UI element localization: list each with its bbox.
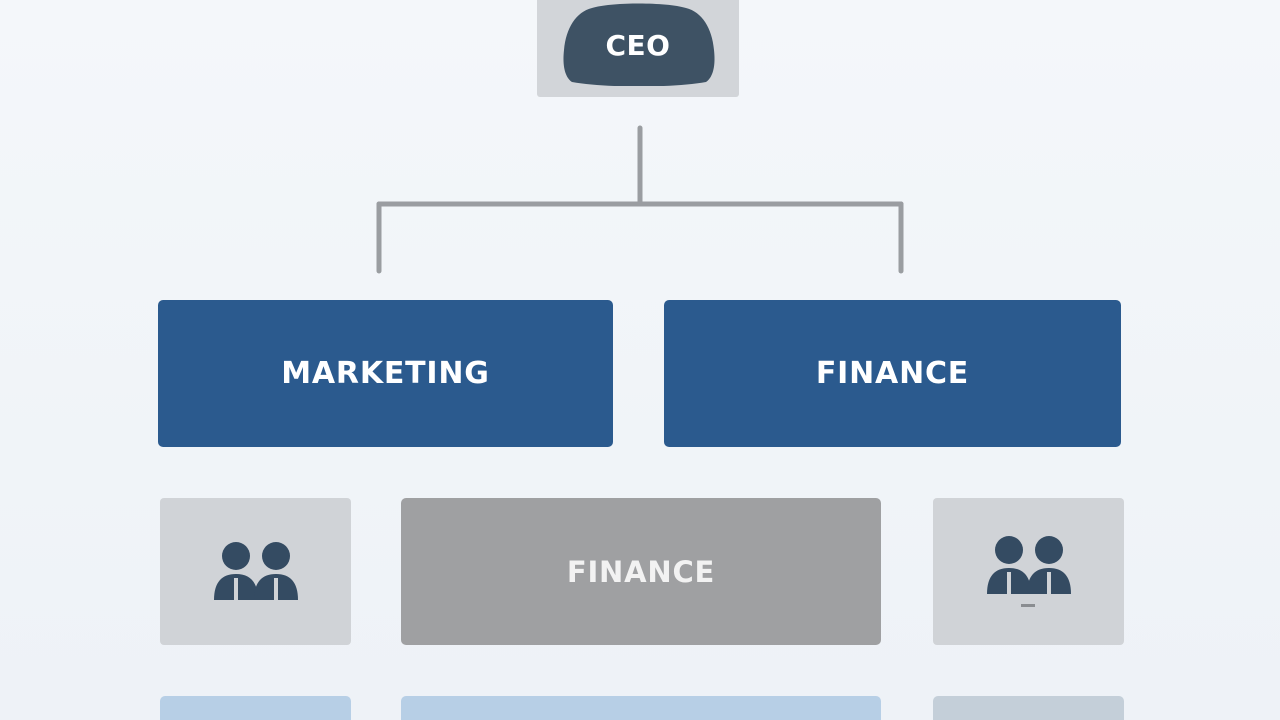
sub-department-finance-label: FINANCE	[566, 554, 716, 589]
team-tile-left[interactable]	[160, 498, 351, 645]
people-icon	[986, 535, 1071, 607]
department-marketing-label: MARKETING	[281, 356, 490, 391]
team-tile-right[interactable]	[933, 498, 1124, 645]
ceo-label: CEO	[605, 29, 671, 62]
department-marketing[interactable]: MARKETING	[158, 300, 613, 447]
person-silhouette-icon	[563, 3, 715, 86]
department-finance-label: FINANCE	[815, 356, 970, 391]
sub-department-finance[interactable]: FINANCE	[401, 498, 881, 645]
people-icon	[213, 541, 298, 600]
ceo-node[interactable]: CEO	[537, 0, 739, 97]
department-finance[interactable]: FINANCE	[664, 300, 1121, 447]
bottom-tile-center[interactable]	[401, 696, 881, 720]
bottom-tile-left[interactable]	[160, 696, 351, 720]
bottom-tile-right[interactable]	[933, 696, 1124, 720]
